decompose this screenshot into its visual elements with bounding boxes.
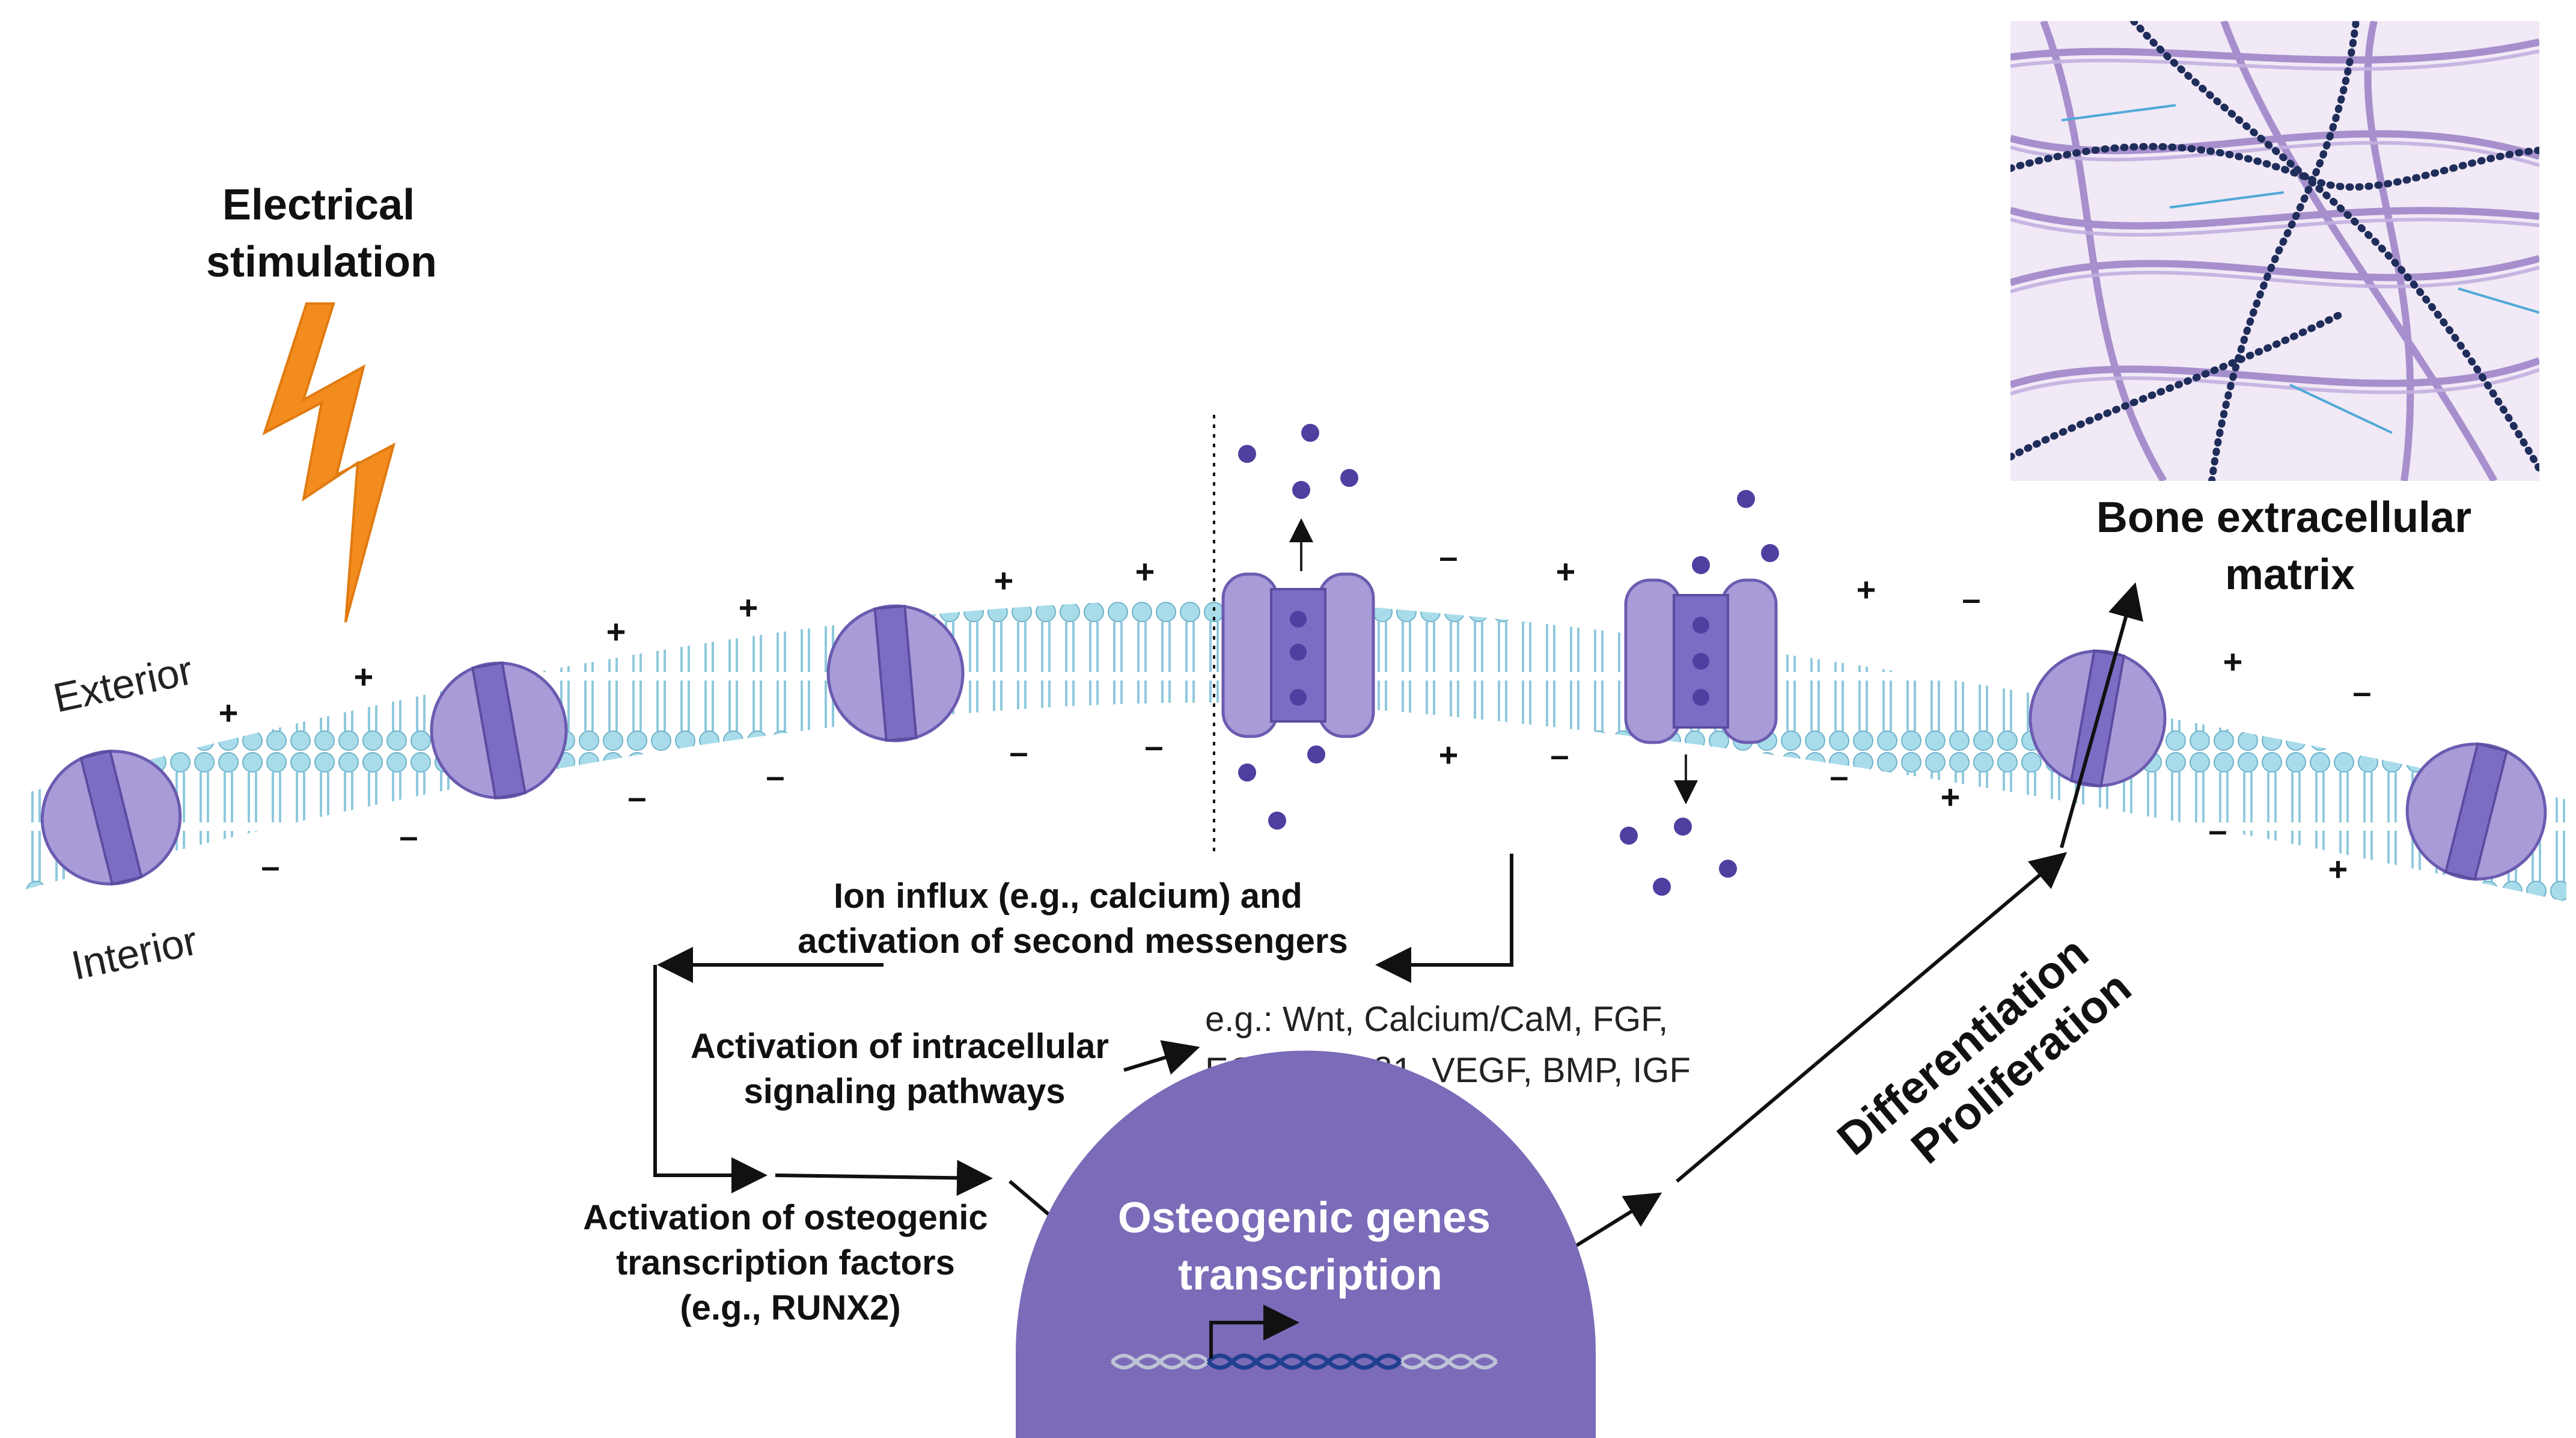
svg-text:+: + <box>354 658 374 696</box>
svg-text:–: – <box>1009 733 1028 771</box>
lipid-bilayer <box>24 600 2566 902</box>
svg-text:–: – <box>2352 673 2371 711</box>
svg-text:+: + <box>739 589 758 626</box>
transcription-factors-label: Activation of osteogenic transcription f… <box>583 1198 998 1327</box>
dna-icon <box>1110 1305 1498 1370</box>
svg-text:+: + <box>2223 643 2243 681</box>
svg-text:–: – <box>399 817 418 855</box>
svg-text:+: + <box>994 561 1014 599</box>
svg-text:+: + <box>1439 736 1459 774</box>
nucleus <box>1016 1050 1596 1438</box>
signaling-label: Activation of intracellular signaling pa… <box>691 1027 1119 1111</box>
membrane-protein-1 <box>40 749 182 886</box>
membrane-protein-2 <box>430 661 568 800</box>
charges-plus: + + + + + + + + + + + + <box>219 552 2348 888</box>
svg-text:+: + <box>1135 552 1155 590</box>
ions <box>1238 424 1779 896</box>
cell-membrane <box>24 600 2566 902</box>
svg-text:–: – <box>766 757 784 795</box>
exterior-label: Exterior <box>49 647 197 721</box>
ion-channel-influx <box>1624 578 1778 744</box>
svg-text:+: + <box>219 694 239 732</box>
membrane-protein-5 <box>2405 742 2547 881</box>
svg-text:–: – <box>2208 811 2227 849</box>
svg-text:–: – <box>1439 537 1457 575</box>
lightning-bolt-icon <box>262 302 396 623</box>
svg-text:–: – <box>1830 757 1848 795</box>
svg-text:+: + <box>1857 571 1876 608</box>
svg-text:+: + <box>1941 778 1961 816</box>
svg-text:–: – <box>1144 727 1163 765</box>
stimulus-title: Electrical stimulation <box>206 181 437 286</box>
svg-text:+: + <box>2328 850 2348 888</box>
ion-flow-arrows <box>1289 518 1698 804</box>
interior-label: Interior <box>67 917 201 988</box>
membrane-proteins <box>40 604 2547 886</box>
nucleus-title: Osteogenic genes transcription <box>1118 1194 1503 1299</box>
outcome-label: Differentiation Proliferation <box>1828 919 2142 1207</box>
svg-text:–: – <box>261 847 279 885</box>
charges-minus: – – – – – – – – – – – – <box>261 537 2371 885</box>
svg-text:–: – <box>1962 580 1980 617</box>
ion-channel-efflux <box>1221 572 1375 738</box>
bone-ecm-image <box>2010 21 2539 481</box>
svg-text:+: + <box>1556 552 1576 590</box>
ecm-title: Bone extracellular matrix <box>2096 494 2483 599</box>
svg-text:–: – <box>627 778 646 816</box>
membrane-protein-3 <box>826 604 965 742</box>
ion-influx-label: Ion influx (e.g., calcium) and activatio… <box>798 877 1348 961</box>
svg-text:–: – <box>1550 736 1569 774</box>
svg-text:+: + <box>606 613 626 650</box>
